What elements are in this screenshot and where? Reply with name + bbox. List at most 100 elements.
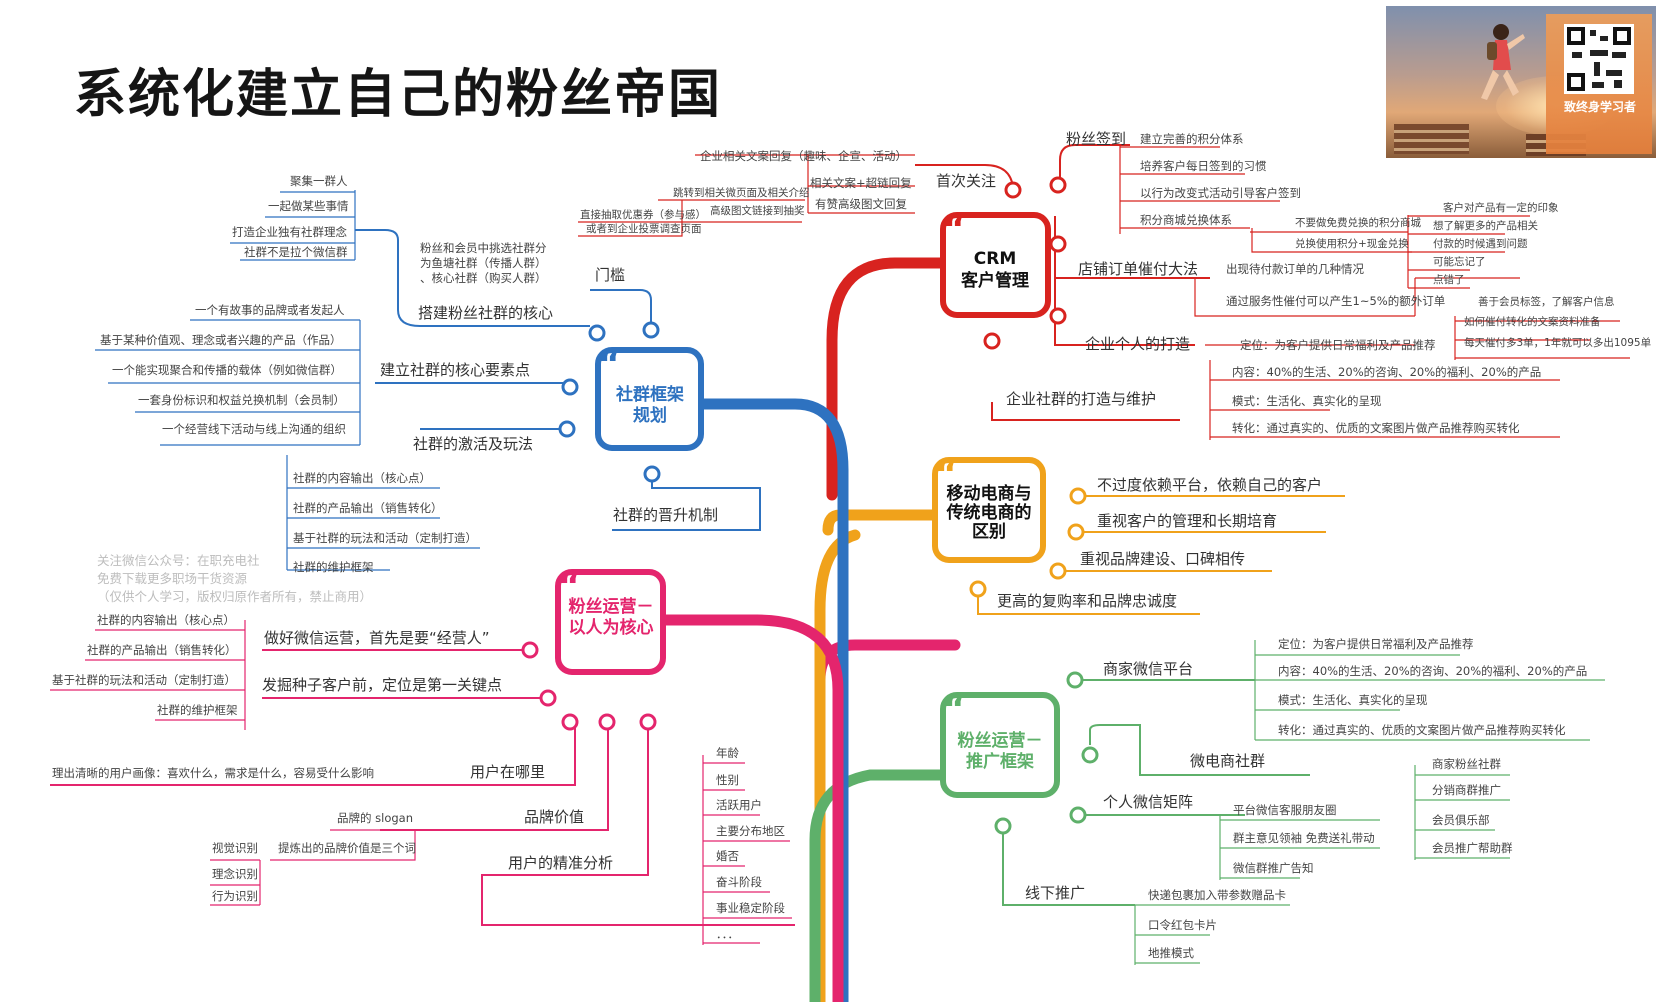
hub-crm[interactable]: “ CRM 客户管理 — [940, 209, 1051, 318]
hub-promo-line1: 粉丝运营－ — [958, 730, 1043, 751]
book-stack-icon — [1394, 124, 1469, 154]
brand-label: 品牌价值 — [524, 808, 584, 826]
hub-community-line1: 社群框架 — [615, 384, 684, 405]
first-follow-item: 相关文案+超链回复 — [810, 176, 912, 190]
matrix-item: 群主意见领袖 免费送礼带动 — [1233, 831, 1375, 845]
order-service: 通过服务性催付可以产生1~5%的额外订单 — [1226, 294, 1445, 308]
fans-connectors — [50, 649, 795, 926]
personal-item: 转化：通过真实的、优质的文案图片做产品推荐购买转化 — [1232, 421, 1520, 435]
threshold-text: 为鱼塘社群（传播人群） — [420, 256, 547, 270]
personal-item: 定位：为客户提供日常福利及产品推荐 — [1240, 338, 1436, 352]
mobile-nodes[interactable] — [969, 487, 1087, 598]
mobile-item: 更高的复购率和品牌忠诚度 — [997, 592, 1177, 610]
poster-thumbnail: 致终身学习者 — [1386, 6, 1656, 158]
order-sub: 出现待付款订单的几种情况 — [1226, 262, 1364, 276]
direct-item: 或者到企业投票调查页面 — [586, 222, 702, 235]
jump-item: 跳转到相关微页面及相关介绍 — [673, 186, 810, 199]
order-case: 付款的时候遇到问题 — [1433, 237, 1528, 250]
micro-item: 商家粉丝社群 — [1432, 757, 1501, 771]
crm-community-label: 企业社群的打造与维护 — [1006, 390, 1156, 408]
core-item: 社群不是拉个微信群 — [244, 245, 348, 259]
wechat-label: 做好微信运营，首先是要“经营人” — [264, 629, 490, 647]
wechat-item: 社群的维护框架 — [157, 703, 238, 717]
where-label: 用户在哪里 — [470, 763, 545, 781]
promo-nodes[interactable] — [994, 671, 1099, 835]
checkin-label: 粉丝签到 — [1066, 130, 1126, 148]
core-item: 聚集一群人 — [290, 174, 348, 188]
main-trunks — [654, 257, 961, 1006]
activate-label: 社群的激活及玩法 — [413, 435, 533, 453]
analysis-item: 奋斗阶段 — [716, 875, 762, 889]
offline-item: 地推模式 — [1148, 946, 1194, 960]
threshold-label: 门槛 — [595, 266, 625, 284]
mobile-connectors — [977, 495, 1345, 615]
activate-item: 社群的产品输出（销售转化） — [293, 501, 443, 515]
promo-texts: 商家微信平台 定位：为客户提供日常福利及产品推荐 内容：40%的生活、20%的咨… — [1025, 637, 1587, 960]
community-texts: 门槛 粉丝和会员中挑选社群分 为鱼塘社群（传播人群） 、核心社群（购买人群） 搭… — [100, 174, 718, 574]
matrix-item: 微信群推广告知 — [1233, 861, 1314, 875]
brand-item: 行为识别 — [212, 889, 258, 903]
order-case: 点错了 — [1433, 273, 1465, 286]
fans-texts: 做好微信运营，首先是要“经营人” 社群的内容输出（核心点） 社群的产品输出（销售… — [52, 613, 785, 941]
crm-nodes[interactable] — [983, 176, 1067, 350]
community-nodes[interactable] — [558, 321, 661, 483]
quote-mark: “ — [943, 209, 965, 249]
crm-connectors — [915, 144, 1210, 421]
crm-leaf-lines — [578, 145, 1630, 440]
core-item: 一起做某些事情 — [268, 199, 349, 213]
where-text: 理出清晰的用户画像：喜欢什么，需求是什么，容易受什么影响 — [52, 766, 374, 780]
wechat-item: 基于社群的玩法和活动（定制打造） — [52, 673, 236, 687]
wechat-item: 社群的产品输出（销售转化） — [87, 643, 237, 657]
activate-item: 社群的内容输出（核心点） — [293, 471, 431, 485]
analysis-item: 事业稳定阶段 — [716, 901, 785, 915]
fans-leaf-lines — [50, 620, 792, 945]
brand-slogan: 品牌的 slogan — [337, 811, 413, 825]
order-case: 可能忘记了 — [1433, 255, 1486, 268]
core-item: 打造企业独有社群理念 — [232, 225, 347, 239]
quote-mark: “ — [935, 454, 957, 494]
promo-connectors — [1002, 679, 1310, 906]
promotion-label: 社群的晋升机制 — [613, 506, 718, 524]
micro-item: 分销商群推广 — [1432, 783, 1501, 797]
analysis-item: 活跃用户 — [716, 798, 762, 812]
jump-item: 高级图文链接到抽奖 — [710, 204, 805, 217]
wechat-item: 社群的内容输出（核心点） — [97, 613, 235, 627]
watermark-line: 关注微信公众号：在职充电社 — [97, 553, 260, 568]
checkin-item: 建立完善的积分体系 — [1140, 132, 1244, 146]
threshold-text: 、核心社群（购买人群） — [420, 271, 547, 285]
order-service-item: 善于会员标签，了解客户信息 — [1478, 295, 1615, 308]
watermark-line: 免费下载更多职场干货资源 — [97, 571, 248, 586]
elements-label: 建立社群的核心要素点 — [380, 361, 530, 379]
threshold-text: 粉丝和会员中挑选社群分 — [420, 241, 547, 255]
hub-mobile[interactable]: “ 移动电商与 传统电商的 区别 — [932, 454, 1046, 563]
mobile-texts: 不过度依赖平台，依赖自己的客户 重视客户的管理和长期培育 重视品牌建设、口碑相传… — [997, 476, 1322, 610]
exchange-item: 不要做免费兑换的积分商城 — [1295, 216, 1421, 229]
element-item: 一个有故事的品牌或者发起人 — [195, 303, 345, 317]
order-service-item: 如何催付转化的文案资料准备 — [1464, 315, 1601, 328]
seed-label: 发掘种子客户前，定位是第一关键点 — [262, 676, 502, 694]
quote-mark: “ — [558, 566, 580, 606]
promo-leaf-lines — [1134, 640, 1605, 965]
fans-nodes[interactable] — [521, 641, 657, 731]
matrix-label: 个人微信矩阵 — [1103, 793, 1193, 811]
quote-mark: “ — [598, 344, 620, 384]
micro-item: 会员推广帮助群 — [1432, 841, 1513, 855]
personal-item: 内容：40%的生活、20%的咨询、20%的福利、20%的产品 — [1232, 365, 1541, 379]
hub-crm-line1: CRM — [974, 249, 1016, 269]
personal-item: 模式：生活化、真实化的呈现 — [1232, 394, 1382, 408]
order-service-item: 每天催付多3单，1年就可以多出1095单 — [1464, 336, 1651, 349]
qr-code-icon[interactable] — [1564, 24, 1634, 94]
hub-community[interactable]: “ 社群框架 规划 — [595, 344, 704, 451]
merchant-item: 转化：通过真实的、优质的文案图片做产品推荐购买转化 — [1278, 723, 1566, 737]
element-item: 一个经营线下活动与线上沟通的组织 — [162, 422, 346, 436]
hub-fans-line2: 以人为核心 — [569, 617, 654, 638]
hub-fans[interactable]: “ 粉丝运营－ 以人为核心 — [555, 566, 666, 675]
watermark: 关注微信公众号：在职充电社 免费下载更多职场干货资源 （仅供个人学习，版权归原作… — [97, 553, 372, 604]
element-item: 一个能实现聚合和传播的载体（例如微信群） — [112, 363, 342, 377]
analysis-item: 主要分布地区 — [716, 824, 785, 838]
hub-promo[interactable]: “ 粉丝运营－ 推广框架 — [940, 689, 1060, 798]
activate-item: 社群的维护框架 — [293, 560, 374, 574]
hub-fans-line1: 粉丝运营－ — [569, 596, 654, 617]
